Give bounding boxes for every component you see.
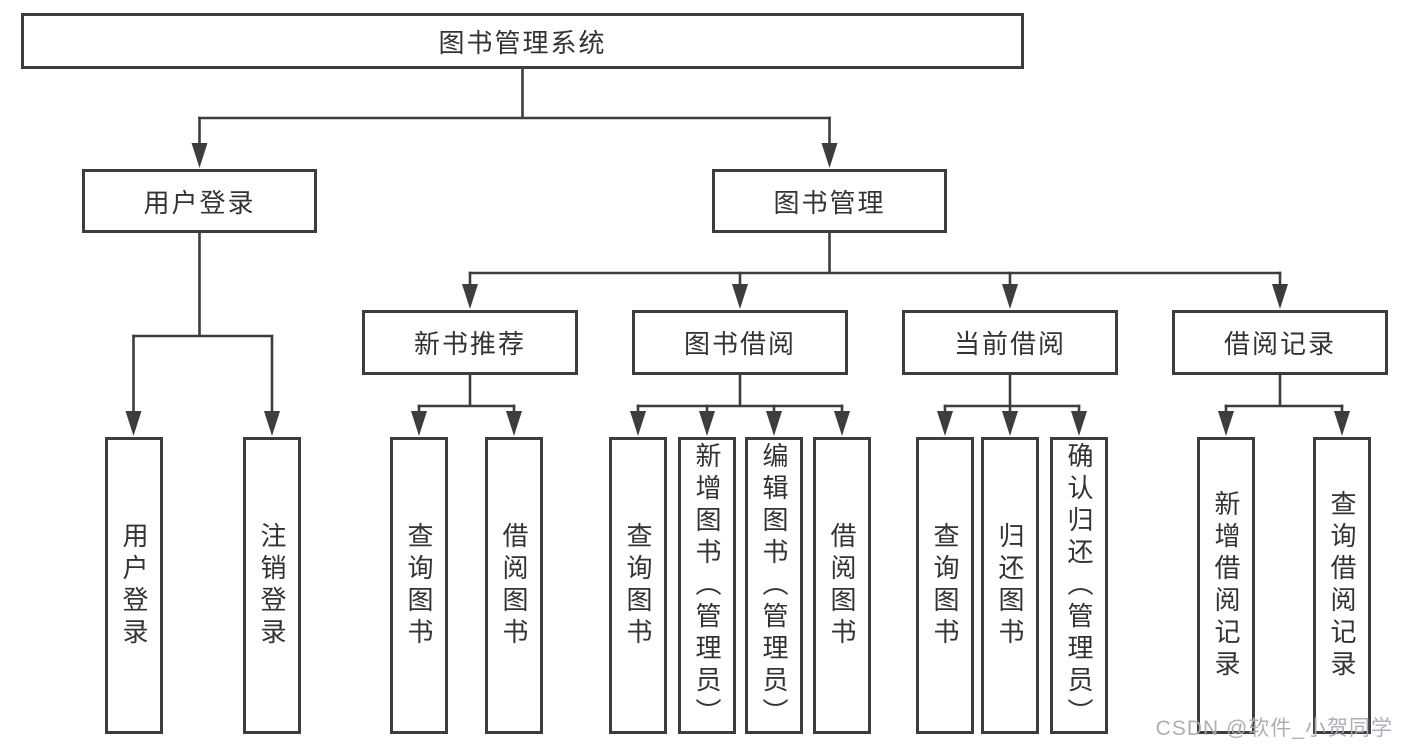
leaf-label: 编辑图书（管理员）: [759, 441, 789, 730]
leaf-borrow-books: 借阅图书: [813, 437, 871, 734]
leaf-label: 查询图书: [404, 521, 434, 650]
leaf-label: 查询借阅记录: [1327, 489, 1357, 682]
leaf-add-books-admin: 新增图书（管理员）: [678, 437, 736, 734]
leaf-label: 新增图书（管理员）: [692, 441, 722, 730]
node-new-book-recommendation: 新书推荐: [362, 310, 578, 375]
leaf-add-borrow-record: 新增借阅记录: [1197, 437, 1255, 734]
leaf-return-books: 归还图书: [981, 437, 1039, 734]
leaf-label: 注销登录: [257, 521, 287, 650]
leaf-confirm-return-admin: 确认归还（管理员）: [1050, 437, 1108, 734]
node-book-borrowing: 图书借阅: [632, 310, 848, 375]
leaf-query-books-recommend: 查询图书: [390, 437, 448, 734]
node-label: 图书借阅: [683, 329, 796, 359]
leaf-query-borrow-record: 查询借阅记录: [1313, 437, 1371, 734]
leaf-logout: 注销登录: [243, 437, 301, 734]
node-label: 图书管理: [773, 187, 886, 218]
node-user-login: 用户登录: [82, 169, 317, 233]
leaf-borrow-books-recommend: 借阅图书: [485, 437, 543, 734]
leaf-label: 借阅图书: [827, 521, 857, 650]
leaf-query-books-borrow: 查询图书: [609, 437, 667, 734]
node-label: 借阅记录: [1223, 329, 1336, 359]
leaf-user-login: 用户登录: [105, 437, 163, 734]
leaf-label: 确认归还（管理员）: [1064, 441, 1094, 730]
node-label: 新书推荐: [413, 329, 526, 359]
node-book-management: 图书管理: [712, 169, 947, 233]
leaf-label: 归还图书: [995, 521, 1025, 650]
leaf-label: 查询图书: [623, 521, 653, 650]
node-current-borrowing: 当前借阅: [902, 310, 1118, 375]
leaf-query-books-current: 查询图书: [916, 437, 974, 734]
node-borrowing-records: 借阅记录: [1172, 310, 1388, 375]
node-label: 用户登录: [143, 187, 256, 218]
node-label: 图书管理系统: [438, 27, 607, 58]
leaf-label: 查询图书: [930, 521, 960, 650]
leaf-label: 用户登录: [119, 521, 149, 650]
leaf-label: 新增借阅记录: [1211, 489, 1241, 682]
leaf-label: 借阅图书: [499, 521, 529, 650]
leaf-edit-books-admin: 编辑图书（管理员）: [745, 437, 803, 734]
node-library-management-system: 图书管理系统: [21, 13, 1024, 69]
csdn-watermark: CSDN @软件_小贺同学: [1155, 717, 1393, 740]
node-label: 当前借阅: [953, 329, 1066, 359]
